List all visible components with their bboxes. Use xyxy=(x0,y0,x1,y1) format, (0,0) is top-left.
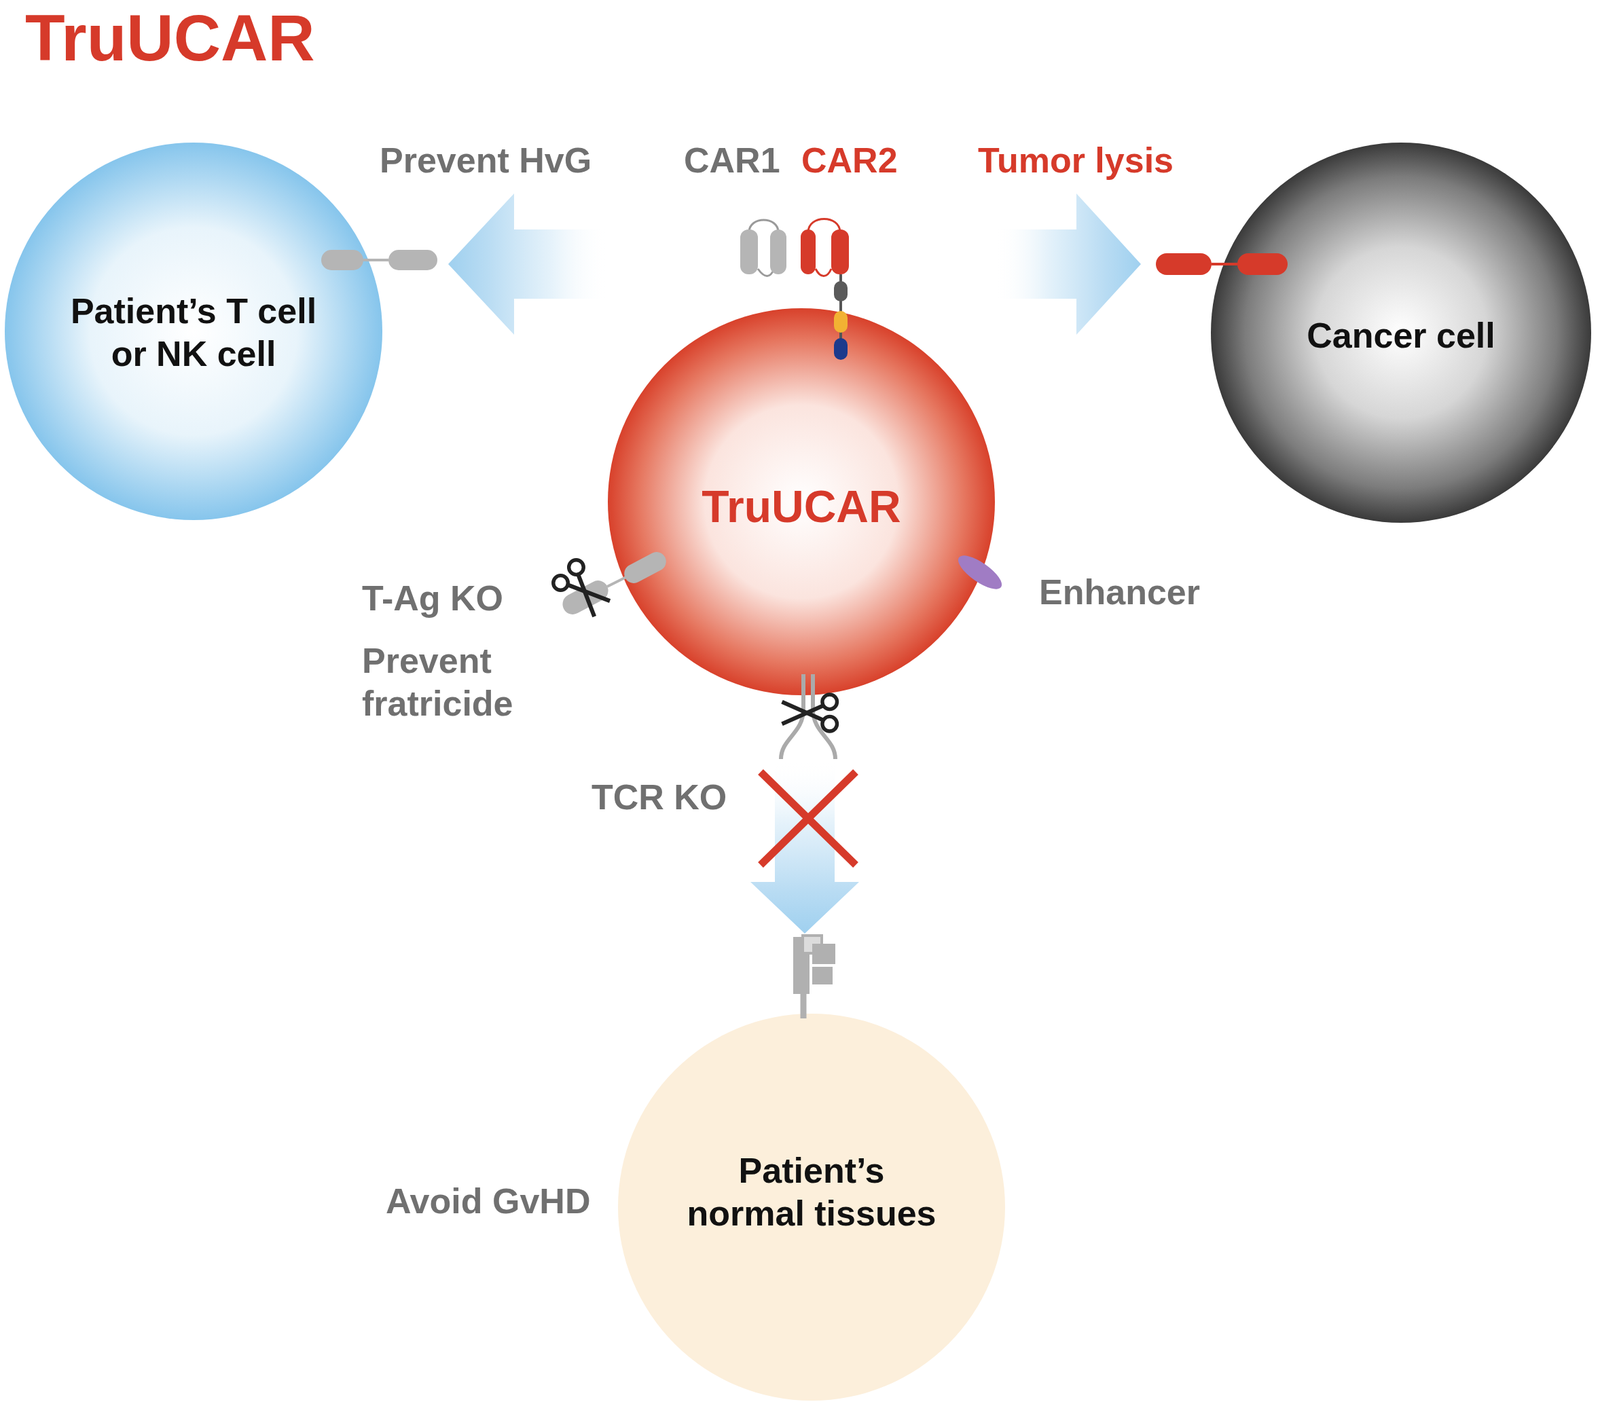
cell-label: Patient’s T cell or NK cell xyxy=(50,289,337,377)
car1-loop xyxy=(757,268,775,277)
t-antigen-linker xyxy=(607,577,627,587)
mhc-domain xyxy=(812,943,836,965)
annotation-label: CAR1 xyxy=(683,139,781,183)
scissors-handle xyxy=(550,572,572,594)
annotation-label: TCR KO xyxy=(591,776,727,820)
mhc-domain xyxy=(802,935,822,954)
arrow-label: Prevent HvG xyxy=(379,139,592,183)
cell-label: Patient’s normal tissues xyxy=(679,1149,944,1236)
scissors-symbol xyxy=(782,694,838,732)
cell-text-area: Patient’s normal tissues xyxy=(617,998,1006,1387)
block-arrow xyxy=(750,760,860,934)
arrow-label: Tumor lysis xyxy=(977,139,1174,183)
annotation-label: Avoid GvHD xyxy=(385,1180,591,1224)
cell-node: Patient’s normal tissues xyxy=(617,933,1006,1402)
cross-stroke xyxy=(760,772,856,866)
car2-loop xyxy=(808,219,841,233)
car2-loop xyxy=(815,268,832,277)
scissors-blade xyxy=(565,574,608,617)
mhc-molecule xyxy=(793,935,836,1019)
cell-node: Cancer cell xyxy=(1140,142,1592,523)
car1-domain xyxy=(740,229,758,275)
cell-text-area: Patient’s T cell or NK cell xyxy=(4,143,383,522)
car1-loop xyxy=(749,220,779,233)
annotation-label: Enhancer xyxy=(1039,571,1200,614)
annotation-label: Prevent fratricide xyxy=(361,639,539,726)
block-arrow xyxy=(448,193,608,335)
block-arrow xyxy=(994,193,1141,335)
car2-domain xyxy=(800,229,816,275)
scissors-handle xyxy=(565,556,587,578)
antigen-domain xyxy=(388,249,438,271)
scissors-handle xyxy=(822,694,838,710)
scissors-symbol xyxy=(550,556,615,622)
cell-outline xyxy=(4,142,383,521)
cell-outline xyxy=(617,1013,1006,1402)
diagram-title: TruUCAR xyxy=(25,5,316,71)
car2-domain xyxy=(831,229,849,275)
mhc-domain xyxy=(793,937,810,995)
cell-label: Cancer cell xyxy=(1306,314,1496,358)
mhc-domain xyxy=(812,967,833,985)
scissors-handle xyxy=(822,716,838,732)
annotation-label: T-Ag KO xyxy=(361,577,504,621)
cell-outline xyxy=(1210,142,1592,523)
cell-shape xyxy=(4,142,449,522)
cell-text-area: TruUCAR xyxy=(607,313,995,701)
annotation-label: CAR2 xyxy=(801,139,898,183)
antigen-domain xyxy=(1155,253,1212,276)
cell-outline xyxy=(607,308,995,696)
scissors-blade xyxy=(782,702,824,721)
cross-stroke xyxy=(760,772,856,866)
cell-text-area: Cancer cell xyxy=(1210,146,1592,527)
t-antigen-domain xyxy=(558,577,612,618)
cell-node: TruUCAR xyxy=(607,224,995,761)
blocked-cross xyxy=(760,772,856,866)
car1-domain xyxy=(770,229,787,275)
scissors-blade xyxy=(782,705,824,724)
cell-node: Patient’s T cell or NK cell xyxy=(4,142,449,522)
hinge-domain xyxy=(833,281,848,302)
scissors-blade xyxy=(567,571,610,614)
cell-label: TruUCAR xyxy=(701,479,901,535)
